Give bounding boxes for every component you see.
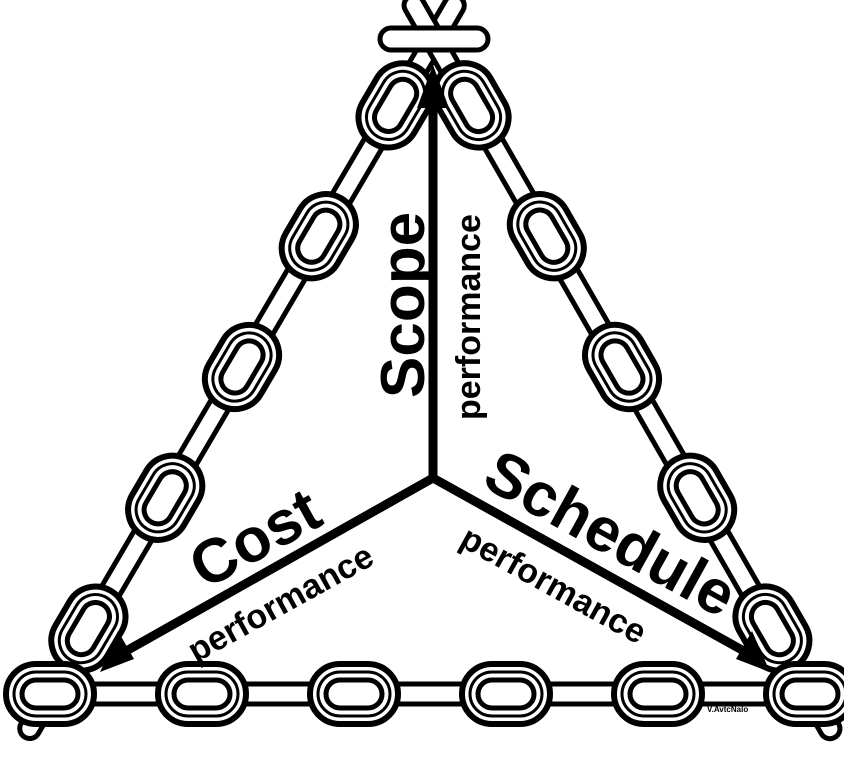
chain-link-ring xyxy=(462,664,550,724)
chain-link-ring xyxy=(6,664,94,724)
chain-link-ring xyxy=(158,664,246,724)
scope-performance-label: performance xyxy=(450,214,488,420)
chain-link-ring xyxy=(766,664,844,724)
scope-label: Scope xyxy=(369,212,438,398)
chain-link-ring xyxy=(614,664,702,724)
chain-link-apex xyxy=(380,28,488,50)
chain-bottom-side xyxy=(6,664,844,724)
signature: V.AvtcNalo xyxy=(707,705,748,714)
chain-link-ring xyxy=(310,664,398,724)
